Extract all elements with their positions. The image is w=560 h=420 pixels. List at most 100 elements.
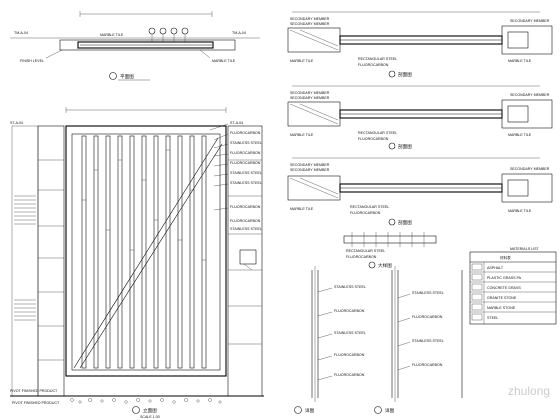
section-left-hatch xyxy=(299,29,339,47)
plan-right-tag: TM-A-04 xyxy=(232,31,246,35)
section-left-hatch xyxy=(289,177,339,199)
detail-right-leaders xyxy=(397,293,411,371)
material-row: CONCRETE GRASS xyxy=(487,286,521,290)
plan-wall-band xyxy=(59,39,236,51)
section-1: SECONDARY MEMBER SECONDARY MEMBER RECTAN… xyxy=(287,11,553,78)
section-left-hatch xyxy=(289,29,339,51)
section-bottom-label: RECTANGULAR STEEL xyxy=(350,205,389,209)
detail-right-label: FLUOROCARBON xyxy=(412,363,443,367)
section-right-block xyxy=(501,25,553,55)
elevation-right-lower-label: FLUOROCARBON xyxy=(230,219,261,223)
gate-bar-joints xyxy=(82,149,206,261)
section-2: SECONDARY MEMBER SECONDARY MEMBER RECTAN… xyxy=(287,85,553,150)
section-right-block xyxy=(501,99,553,129)
section-top-label: SECONDARY MEMBER xyxy=(290,22,330,26)
plan-center-note: MARBLE TILE xyxy=(100,33,124,37)
materials-title: MATERIALS LIST xyxy=(510,247,539,251)
elevation-left-label-bottom: PIVOT FINISHED PRODUCT xyxy=(10,389,58,393)
plan-title: 平面图 xyxy=(120,74,134,80)
detail-right-label: STAINLESS STEEL xyxy=(412,291,444,295)
detail-left-leaders xyxy=(317,287,333,381)
elevation-subtitle: SCALE 1:30 xyxy=(140,415,160,419)
section-top-label: SECONDARY MEMBER xyxy=(290,163,330,167)
detail-left-label: FLUOROCARBON xyxy=(334,353,365,357)
material-swatch xyxy=(471,263,483,271)
material-swatch xyxy=(471,303,483,311)
section-bottom-label: MARBLE TILE xyxy=(290,207,314,211)
section-title-bubble xyxy=(388,142,396,150)
section-bottom-label: FLUOROCARBON xyxy=(358,63,389,67)
strip-bar xyxy=(343,235,437,244)
elevation-right-leaders xyxy=(209,123,229,211)
section-title: 剖面图 xyxy=(398,143,412,150)
strip-title: 大样图 xyxy=(378,262,392,269)
section-bottom-label: RECTANGULAR STEEL xyxy=(358,57,397,61)
left-pier xyxy=(37,125,65,397)
gate-diagonal-brace xyxy=(79,143,223,369)
section-bottom-label: MARBLE TILE xyxy=(290,59,314,63)
elevation-right-lower-label: STAINLESS STEEL xyxy=(230,227,262,231)
material-row: STEEL xyxy=(487,316,498,320)
section-title: 剖面图 xyxy=(398,71,412,78)
left-pier-courses xyxy=(38,159,64,361)
detail-right-title: 详图 xyxy=(385,407,395,414)
section-right-label: SECONDARY MEMBER xyxy=(510,19,550,23)
right-pier xyxy=(227,125,263,397)
elevation-right-label: FLUOROCARBON xyxy=(230,151,261,155)
section-3: SECONDARY MEMBER SECONDARY MEMBER RECTAN… xyxy=(287,157,553,226)
elevation-right-label: STAINLESS STEEL xyxy=(230,181,262,185)
right-pier-marker xyxy=(243,263,253,271)
left-wall-hatch xyxy=(14,195,36,321)
material-swatch xyxy=(471,273,483,281)
right-pier-courses xyxy=(228,159,262,345)
gate-diagonal-brace xyxy=(73,137,219,369)
elevation-right-label: ST-A-04 xyxy=(230,121,243,125)
detail-right-label: STAINLESS STEEL xyxy=(412,339,444,343)
section-right-label: MARBLE TILE xyxy=(508,133,532,137)
section-bottom-label: MARBLE TILE xyxy=(290,133,314,137)
section-right-frame xyxy=(507,31,529,49)
section-top-label: SECONDARY MEMBER xyxy=(290,168,330,172)
right-pier-plate xyxy=(239,249,257,265)
detail-right-title-bubble xyxy=(374,406,382,414)
material-row: ASPHALT xyxy=(487,266,504,270)
detail-left-label: FLUOROCARBON xyxy=(334,309,365,313)
elevation-right-label: STAINLESS STEEL xyxy=(230,141,262,145)
section-title: 剖面图 xyxy=(398,219,412,226)
section-title-bubble xyxy=(388,218,396,226)
strip-detail: RECTANGULAR STEEL FLUOROCARBON 大样图 xyxy=(343,232,437,269)
material-row: PLASTIC GRASS PA xyxy=(487,276,522,280)
section-top-label: SECONDARY MEMBER xyxy=(290,17,330,21)
gate-frame xyxy=(65,125,227,377)
section-bottom-label: FLUOROCARBON xyxy=(358,137,389,141)
material-swatch xyxy=(471,293,483,301)
section-right-label: SECONDARY MEMBER xyxy=(510,167,550,171)
elevation-view: ST-A-04 PIVOT FINISHED PRODUCT xyxy=(10,107,264,419)
section-right-frame xyxy=(507,179,529,197)
section-title-bubble xyxy=(388,70,396,78)
detail-right: STAINLESS STEEL FLUOROCARBON STAINLESS S… xyxy=(374,266,463,414)
detail-left-label: FLUOROCARBON xyxy=(334,373,365,377)
material-row: GRANITE STONE xyxy=(487,296,517,300)
section-top-label: SECONDARY MEMBER xyxy=(290,91,330,95)
plan-title-bubble xyxy=(109,72,117,80)
watermark: zhulong xyxy=(508,384,551,398)
materials-header: 材料表 xyxy=(500,255,511,260)
elevation-title-bubble xyxy=(132,406,140,414)
ground-gravel xyxy=(70,398,222,404)
plan-left-tag: TM-A-04 xyxy=(14,31,28,35)
material-swatch xyxy=(471,283,483,291)
plan-left-bottom: FINISH LEVEL xyxy=(20,59,44,63)
materials-table xyxy=(469,251,557,325)
detail-left: STAINLESS STEEL FLUOROCARBON STAINLESS S… xyxy=(294,266,366,414)
strip-label: FLUOROCARBON xyxy=(346,255,377,259)
section-left-hatch xyxy=(299,177,339,195)
gate-vertical-bars xyxy=(81,135,207,369)
gate-inner-frame xyxy=(71,133,221,371)
section-right-block xyxy=(501,173,553,203)
detail-left-title-bubble xyxy=(294,406,302,414)
elevation-bottom-label: PIVOT FINISHED PRODUCT xyxy=(12,401,60,405)
strip-bolts xyxy=(351,232,425,247)
elevation-title: 立面图 xyxy=(143,407,157,414)
